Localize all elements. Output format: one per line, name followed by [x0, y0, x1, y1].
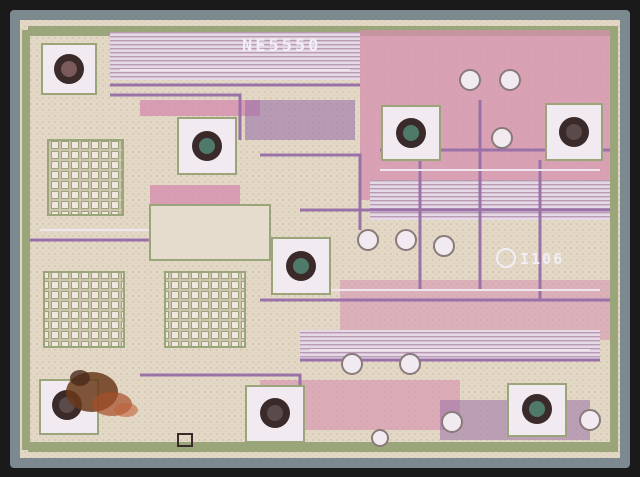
oxide-region-bottom	[28, 442, 618, 452]
test-structure	[177, 433, 193, 447]
transistor-array-2	[43, 271, 125, 348]
bond-pad-5	[271, 237, 331, 295]
oxide-region-left	[22, 30, 30, 450]
resistor-block	[149, 204, 271, 261]
mask-code-label: I106	[520, 250, 565, 268]
bond-pad-4	[545, 103, 603, 161]
bond-pad-1	[41, 43, 97, 95]
transistor-array-1	[47, 139, 124, 216]
oxide-region-right	[610, 30, 618, 450]
bond-pad-2	[177, 117, 237, 175]
contamination-spot	[66, 370, 138, 417]
bond-pads	[39, 43, 603, 443]
manufacturer-logo-icon	[496, 248, 516, 268]
transistor-array-3	[164, 271, 246, 348]
part-number-label: NE5550	[242, 36, 322, 56]
via-contacts	[341, 69, 601, 447]
bond-pad-7	[507, 383, 567, 437]
oxide-region-top	[28, 26, 618, 36]
bond-pad-6	[245, 385, 305, 443]
bond-pad-3	[381, 105, 441, 161]
